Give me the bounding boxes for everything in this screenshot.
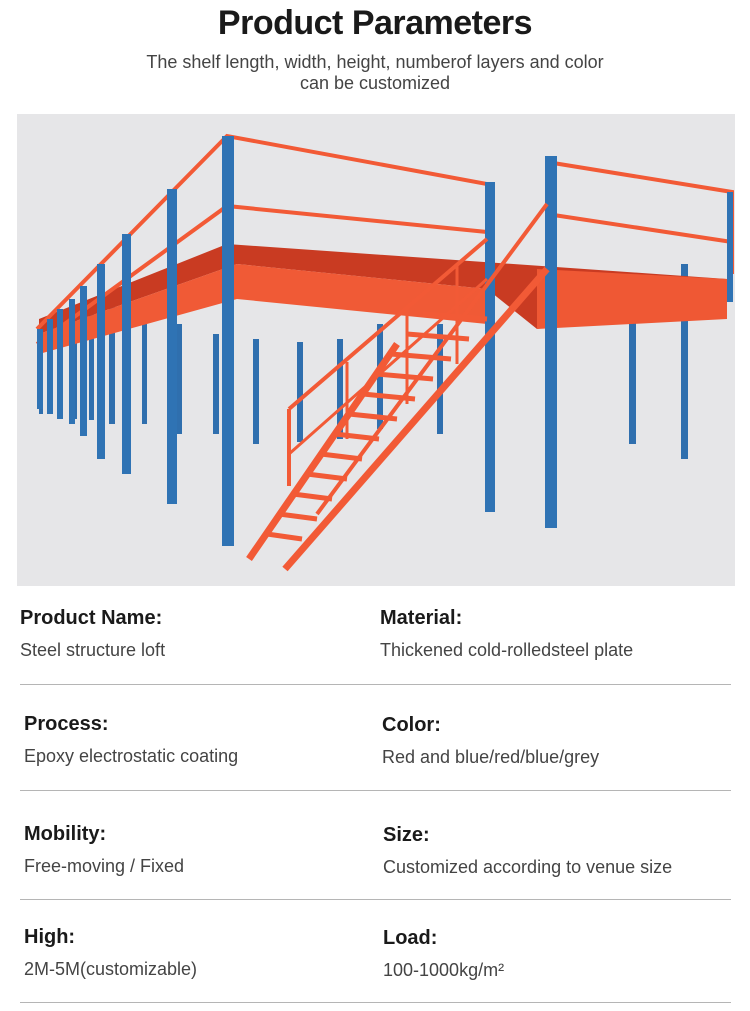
param-label: Process: bbox=[24, 713, 109, 735]
param-label: Product Name: bbox=[20, 607, 163, 629]
param-process: Process: Epoxy electrostatic coating bbox=[24, 713, 238, 767]
param-product-name: Product Name: Steel structure loft bbox=[20, 607, 165, 661]
param-size: Size: Customized according to venue size bbox=[383, 824, 672, 878]
param-label: Material: bbox=[380, 607, 463, 629]
param-load: Load: 100-1000kg/m² bbox=[383, 927, 504, 981]
deck-right bbox=[537, 269, 727, 329]
divider bbox=[20, 790, 731, 791]
param-value: Free-moving / Fixed bbox=[24, 856, 185, 876]
divider bbox=[20, 1002, 731, 1003]
deck-front bbox=[39, 264, 487, 354]
param-label: Load: bbox=[383, 927, 438, 949]
param-mobility: Mobility: Free-moving / Fixed bbox=[24, 823, 184, 877]
param-label: Color: bbox=[382, 714, 441, 736]
param-high: High: 2M-5M(customizable) bbox=[24, 926, 197, 980]
param-value: Red and blue/red/blue/grey bbox=[382, 747, 600, 767]
divider bbox=[20, 684, 731, 685]
param-material: Material: Thickened cold-rolledsteel pla… bbox=[380, 607, 633, 661]
divider bbox=[20, 899, 731, 900]
param-value: Epoxy electrostatic coating bbox=[24, 746, 239, 766]
param-value: Customized according to venue size bbox=[383, 857, 673, 877]
param-label: Size: bbox=[383, 824, 430, 846]
product-photo bbox=[17, 114, 735, 586]
param-color: Color: Red and blue/red/blue/grey bbox=[382, 714, 599, 768]
param-label: Mobility: bbox=[24, 823, 107, 845]
steel-loft-illustration bbox=[35, 133, 734, 572]
param-value: 100-1000kg/m² bbox=[383, 960, 505, 980]
param-value: 2M-5M(customizable) bbox=[24, 959, 198, 979]
page-subtitle: The shelf length, width, height, numbero… bbox=[0, 52, 750, 94]
param-label: High: bbox=[24, 926, 76, 948]
subtitle-line-1: The shelf length, width, height, numbero… bbox=[146, 52, 604, 72]
param-value: Steel structure loft bbox=[20, 640, 166, 660]
subtitle-line-2: can be customized bbox=[299, 73, 451, 93]
param-value: Thickened cold-rolledsteel plate bbox=[380, 640, 634, 660]
page-title: Product Parameters bbox=[217, 4, 533, 42]
front-posts bbox=[37, 136, 733, 546]
staircase bbox=[246, 202, 550, 572]
